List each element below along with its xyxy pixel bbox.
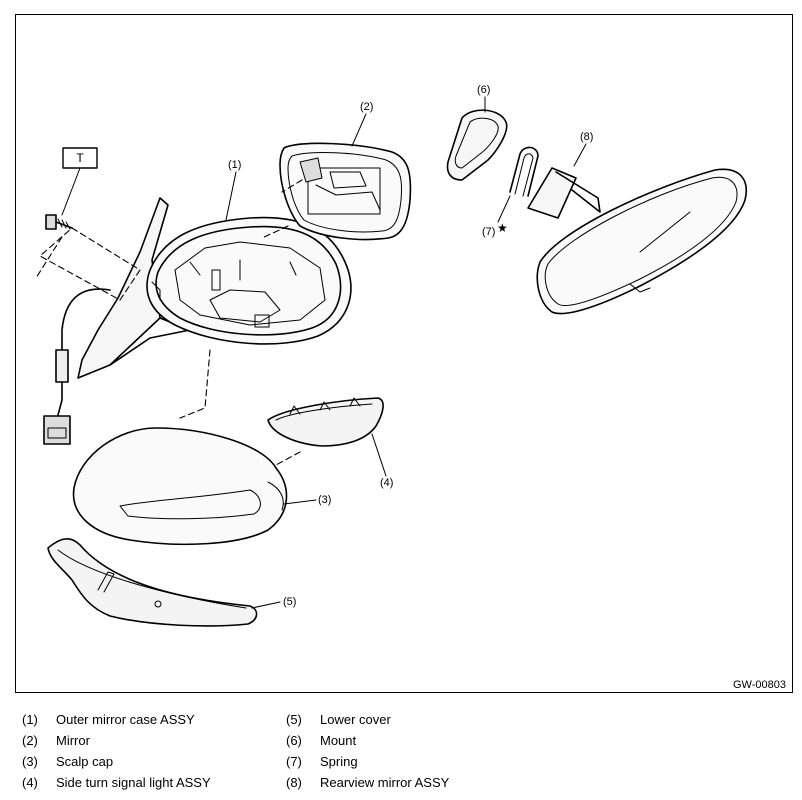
legend-item-1: (1) Outer mirror case ASSY bbox=[22, 712, 195, 728]
spring bbox=[509, 146, 539, 197]
legend-item-7: (7) Spring bbox=[286, 754, 358, 770]
mirror-leader-lines bbox=[261, 179, 303, 239]
legend-num: (8) bbox=[286, 775, 302, 790]
legend-item-3: (3) Scalp cap bbox=[22, 754, 113, 770]
legend-item-8: (8) Rearview mirror ASSY bbox=[286, 775, 449, 791]
legend-num: (6) bbox=[286, 733, 302, 748]
figure-border bbox=[15, 14, 793, 693]
callout-2: (2) bbox=[360, 101, 373, 113]
figure-id: GW-00803 bbox=[733, 679, 786, 691]
legend-label: Mirror bbox=[56, 733, 90, 748]
bolt bbox=[45, 214, 73, 230]
callout-3: (3) bbox=[318, 494, 331, 506]
mount bbox=[446, 109, 508, 181]
tool-mark: T bbox=[76, 151, 84, 165]
legend-num: (7) bbox=[286, 754, 302, 769]
cap-leader-lines bbox=[179, 349, 301, 467]
legend-num: (4) bbox=[22, 775, 38, 790]
legend-label: Scalp cap bbox=[56, 754, 114, 769]
diagram-drawing: T bbox=[35, 84, 786, 691]
callout-5: (5) bbox=[283, 596, 296, 608]
legend-num: (1) bbox=[22, 712, 38, 727]
legend-item-6: (6) Mount bbox=[286, 733, 356, 749]
star-mark: ★ bbox=[497, 221, 508, 235]
legend-num: (5) bbox=[286, 712, 302, 727]
legend-label: Spring bbox=[320, 754, 358, 769]
legend-label: Lower cover bbox=[320, 712, 391, 727]
legend-num: (3) bbox=[22, 754, 38, 769]
legend-item-4: (4) Side turn signal light ASSY bbox=[22, 775, 211, 791]
bolt-leader-lines bbox=[35, 227, 141, 301]
callout-7: (7) bbox=[482, 226, 495, 238]
legend-label: Mount bbox=[320, 733, 357, 748]
lower-cover bbox=[47, 538, 258, 627]
legend-item-2: (2) Mirror bbox=[22, 733, 90, 749]
legend-label: Rearview mirror ASSY bbox=[320, 775, 450, 790]
outer-mirror-case bbox=[146, 216, 352, 345]
scalp-cap bbox=[72, 427, 288, 546]
legend-label: Side turn signal light ASSY bbox=[56, 775, 211, 790]
legend-item-5: (5) Lower cover bbox=[286, 712, 391, 728]
wire-harness bbox=[43, 288, 111, 445]
legend-num: (2) bbox=[22, 733, 38, 748]
rearview-mirror bbox=[527, 167, 747, 315]
callout-8: (8) bbox=[580, 131, 593, 143]
legend-label: Outer mirror case ASSY bbox=[56, 712, 195, 727]
callout-1: (1) bbox=[228, 159, 241, 171]
callout-4: (4) bbox=[380, 477, 393, 489]
mirror-glass bbox=[279, 142, 412, 241]
side-turn-signal-light bbox=[267, 397, 384, 447]
callout-6: (6) bbox=[477, 84, 490, 96]
parts-legend: (1) Outer mirror case ASSY (2) Mirror (3) S… bbox=[22, 712, 782, 796]
